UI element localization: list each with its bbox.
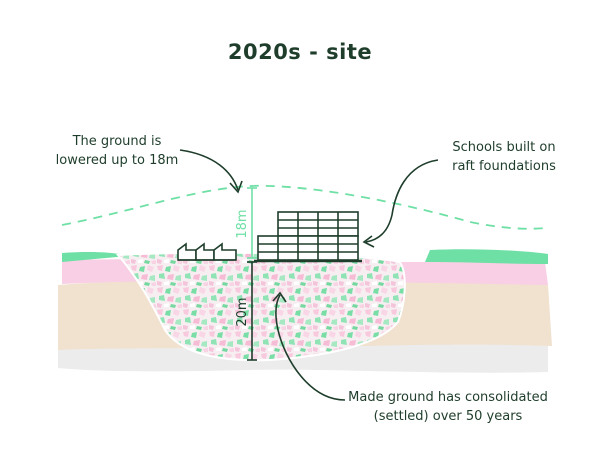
made-ground-annotation: Made ground has consolidated (settled) o… <box>348 388 548 426</box>
schools-arrow <box>365 159 439 243</box>
ground-lowered-annotation: The ground is lowered up to 18m <box>52 132 182 170</box>
made-ground-depth-label: 20m <box>235 297 250 326</box>
ground-lowered-line-1: The ground is <box>72 134 162 149</box>
lowered-depth-label: 18m <box>235 209 250 238</box>
ground-lowered-arrow <box>179 149 239 191</box>
mint-strip-left <box>62 252 128 262</box>
schools-line-2: raft foundations <box>452 159 556 174</box>
diagram-title: 2020s - site <box>227 40 373 64</box>
made-ground-line-1: Made ground has consolidated <box>348 390 548 405</box>
made-ground-arrow <box>275 294 346 401</box>
schools-line-1: Schools built on <box>452 140 556 155</box>
small-buildings <box>177 242 237 261</box>
schools-annotation: Schools built on raft foundations <box>436 138 572 176</box>
ground-lowered-line-2: lowered up to 18m <box>55 153 179 168</box>
mint-strip-right <box>425 249 548 264</box>
original-ground-dashed-line <box>61 184 546 230</box>
school-building <box>254 211 362 263</box>
made-ground-line-2: (settled) over 50 years <box>373 409 523 424</box>
